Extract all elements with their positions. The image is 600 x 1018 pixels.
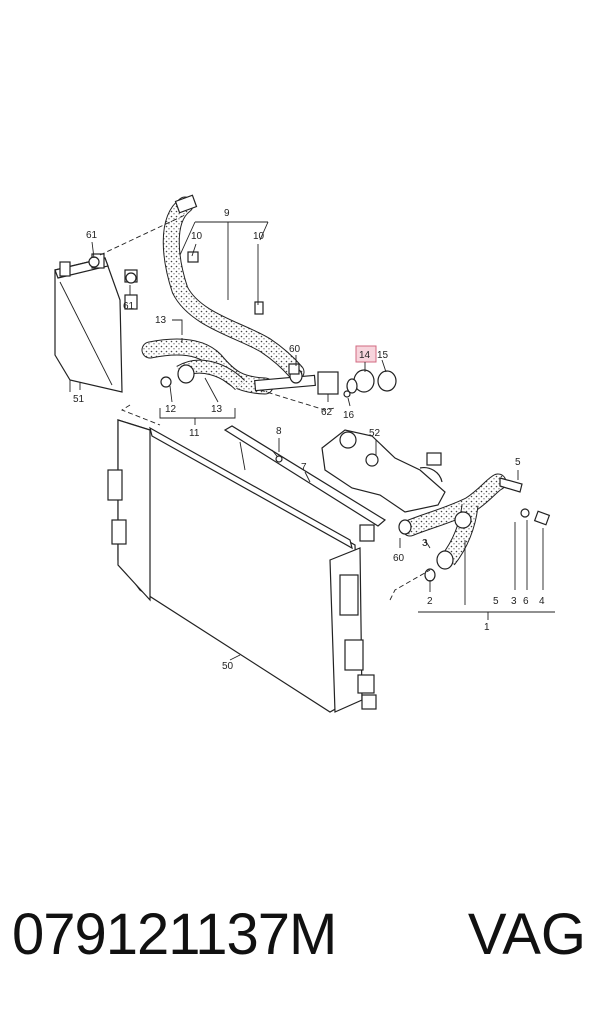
callout-62: 62: [321, 407, 333, 418]
brand-name: VAG: [467, 902, 586, 967]
callout-14: 14: [359, 350, 371, 361]
auxiliary-radiator: [54, 253, 138, 393]
callout-2: 2: [427, 596, 433, 607]
support-rail: [223, 425, 387, 542]
callout-9: 9: [224, 208, 230, 219]
parts-diagram: 9 10 10 61 61 51 13 60 14 15 62 16 12 13…: [54, 194, 555, 713]
callout-15: 15: [377, 350, 389, 361]
callout-10: 10: [191, 231, 203, 242]
callout-13: 13: [155, 315, 167, 326]
callout-52: 52: [369, 428, 381, 439]
callout-61: 61: [86, 230, 98, 241]
callout-51: 51: [73, 394, 85, 405]
thermostat-flange: [343, 369, 397, 398]
callout-50: 50: [222, 661, 234, 672]
lower-left-hose: [141, 338, 274, 395]
callout-60: 60: [393, 553, 405, 564]
callout-5: 5: [515, 457, 521, 468]
caption-bar: 079121137M VAG: [0, 895, 600, 985]
callout-5: 5: [493, 596, 499, 607]
pump-housing: [321, 429, 446, 513]
part-number: 079121137M: [12, 902, 337, 967]
callout-6: 6: [523, 596, 529, 607]
callout-7: 7: [301, 462, 307, 473]
callout-1: 1: [484, 622, 490, 633]
callout-61: 61: [123, 301, 135, 312]
callout-12: 12: [165, 404, 177, 415]
leader-lines: [79, 214, 555, 661]
callout-8: 8: [276, 426, 282, 437]
callout-labels: 9 10 10 61 61 51 13 60 14 15 62 16 12 13…: [73, 208, 545, 672]
callout-60: 60: [289, 344, 301, 355]
callout-11: 11: [189, 428, 200, 439]
fasteners: [88, 251, 300, 463]
callout-10: 10: [253, 231, 265, 242]
callout-4: 4: [539, 596, 545, 607]
callout-13: 13: [211, 404, 223, 415]
callout-3: 3: [511, 596, 517, 607]
callout-3: 3: [422, 538, 428, 549]
main-radiator: [107, 419, 377, 713]
callout-16: 16: [343, 410, 355, 421]
upper-coolant-hose: [162, 194, 305, 381]
right-coolant-hose: [398, 473, 551, 582]
